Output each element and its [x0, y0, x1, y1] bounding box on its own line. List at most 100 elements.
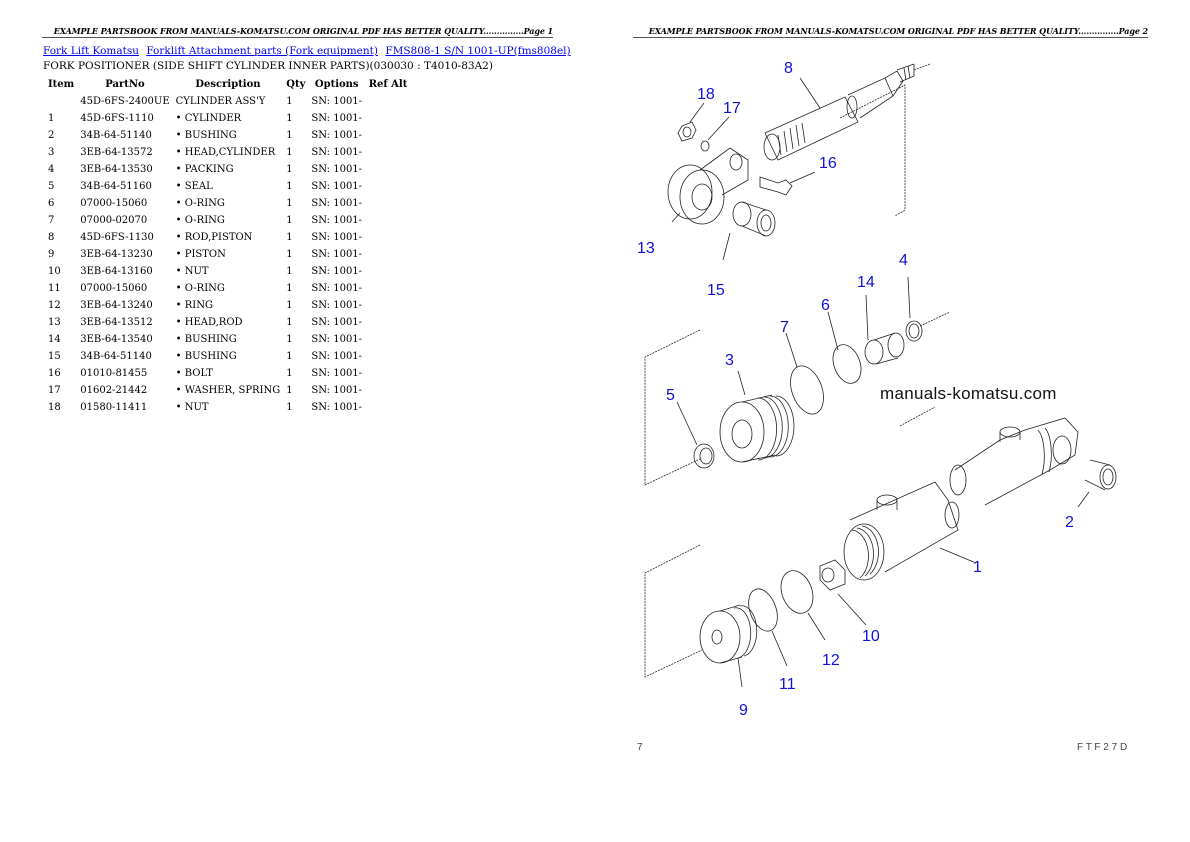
cell-partno: 07000-02070: [80, 215, 148, 226]
piston-rod-drawing: [763, 63, 931, 161]
cell-description: • RING: [175, 300, 213, 311]
callout-12: 12: [822, 652, 840, 669]
page-header: EXAMPLE PARTSBOOK FROM MANUALS-KOMATSU.C…: [53, 26, 553, 36]
cell-ref-alt: [365, 144, 411, 161]
cell-item: 16: [48, 368, 61, 379]
cell-item: 8: [48, 232, 55, 243]
cell-options: SN: 1001-: [311, 232, 363, 243]
callout-8: 8: [784, 60, 793, 77]
column-header-qty: Qty: [286, 79, 306, 90]
cell-qty: 1: [286, 164, 293, 175]
header-divider: [42, 37, 553, 38]
cell-qty: 1: [286, 113, 293, 124]
cell-item: 1: [48, 113, 55, 124]
breadcrumb-link-fork-lift-komatsu[interactable]: Fork Lift Komatsu: [43, 45, 139, 57]
cell-description: • PACKING: [175, 164, 234, 175]
cell-options: SN: 1001-: [311, 368, 363, 379]
cell-partno: 45D-6FS-1110: [80, 113, 154, 124]
cell-qty: 1: [286, 351, 293, 362]
cell-description: • HEAD,CYLINDER: [175, 147, 276, 158]
page-title: FORK POSITIONER (SIDE SHIFT CYLINDER INN…: [43, 60, 493, 72]
cell-options: SN: 1001-: [311, 317, 363, 328]
page-header: EXAMPLE PARTSBOOK FROM MANUALS-KOMATSU.C…: [648, 26, 1148, 36]
cell-ref-alt: [365, 246, 411, 263]
cell-description: • ROD,PISTON: [175, 232, 253, 243]
callout-13: 13: [637, 240, 655, 257]
cell-options: SN: 1001-: [311, 351, 363, 362]
cell-description: • BUSHING: [175, 334, 237, 345]
cell-item: [45, 93, 77, 110]
cell-item: 5: [48, 181, 55, 192]
cell-options: SN: 1001-: [311, 113, 363, 124]
cell-description: CYLINDER ASS'Y: [175, 96, 266, 107]
cell-qty: 1: [286, 402, 293, 413]
callout-16: 16: [819, 155, 837, 172]
column-header-description: Description: [195, 79, 261, 90]
cell-partno: 3EB-64-13512: [80, 317, 153, 328]
cell-description: • CYLINDER: [175, 113, 242, 124]
column-header-ref-alt: Ref Alt: [368, 79, 408, 90]
cell-ref-alt: [365, 297, 411, 314]
cell-partno: 3EB-64-13530: [80, 164, 153, 175]
cell-item: 17: [48, 385, 61, 396]
cell-qty: 1: [286, 334, 293, 345]
callout-14: 14: [857, 274, 875, 291]
cell-qty: 1: [286, 266, 293, 277]
cell-qty: 1: [286, 215, 293, 226]
breadcrumb-link-fms808[interactable]: FMS808-1 S/N 1001-UP(fms808el): [385, 45, 571, 57]
cell-description: • O-RING: [175, 283, 225, 294]
cell-qty: 1: [286, 96, 293, 107]
callout-15: 15: [707, 282, 725, 299]
cell-partno: 45D-6FS-1130: [80, 232, 154, 243]
cell-item: 10: [48, 266, 61, 277]
cell-options: SN: 1001-: [311, 266, 363, 277]
callout-18: 18: [697, 86, 715, 103]
breadcrumb-link-forklift-attachment[interactable]: Forklift Attachment parts (Fork equipmen…: [146, 45, 378, 57]
cell-item: 6: [48, 198, 55, 209]
cell-partno: 3EB-64-13160: [80, 266, 153, 277]
rod-head-drawing: [667, 147, 749, 225]
callout-2: 2: [1065, 514, 1074, 531]
column-header-options: Options: [314, 79, 359, 90]
cell-options: SN: 1001-: [311, 215, 363, 226]
cell-ref-alt: [365, 178, 411, 195]
cell-item: 4: [48, 164, 55, 175]
cell-ref-alt: [365, 212, 411, 229]
exploded-parts-diagram: [644, 63, 1117, 688]
cell-options: SN: 1001-: [311, 385, 363, 396]
cell-item: 15: [48, 351, 61, 362]
cell-qty: 1: [286, 198, 293, 209]
parts-table: Item PartNo Description Qty Options Ref …: [45, 76, 411, 416]
header-divider: [633, 37, 1148, 38]
breadcrumb: Fork Lift Komatsu Forklift Attachment pa…: [43, 45, 575, 57]
cell-partno: 34B-64-51160: [80, 181, 152, 192]
cell-item: 11: [48, 283, 61, 294]
callout-6: 6: [821, 297, 830, 314]
cell-description: • BOLT: [175, 368, 213, 379]
cell-description: • BUSHING: [175, 130, 237, 141]
diagram-footer-left: 7: [637, 742, 643, 753]
cell-partno: 07000-15060: [80, 198, 148, 209]
cell-options: SN: 1001-: [311, 402, 363, 413]
cell-item: 2: [48, 130, 55, 141]
callout-3: 3: [725, 352, 734, 369]
cell-item: 3: [48, 147, 55, 158]
cell-description: • O-RING: [175, 198, 225, 209]
cell-ref-alt: [365, 365, 411, 382]
cell-partno: 34B-64-51140: [80, 351, 152, 362]
diagram-page: EXAMPLE PARTSBOOK FROM MANUALS-KOMATSU.C…: [595, 0, 1190, 842]
cell-description: • WASHER, SPRING: [175, 385, 281, 396]
